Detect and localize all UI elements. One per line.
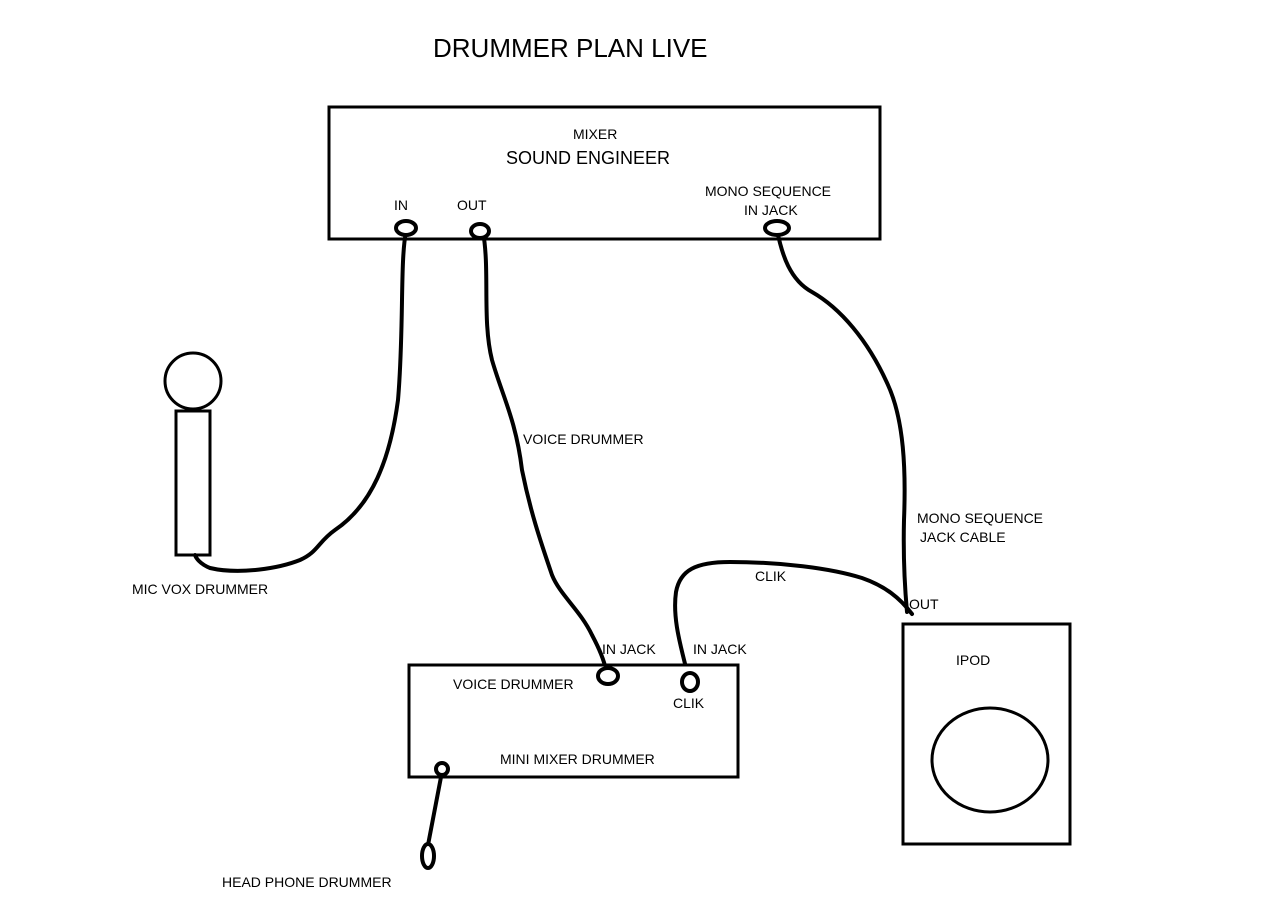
mixer-mono-label-line2: IN JACK	[744, 202, 798, 218]
mono-sequence-cable	[775, 228, 909, 614]
mic-label: MIC VOX DRUMMER	[132, 581, 268, 597]
microphone-head	[163, 351, 223, 411]
mono-cable-label-line1: MONO SEQUENCE	[917, 510, 1043, 526]
microphone	[163, 351, 223, 557]
mixer-out-label: OUT	[457, 197, 487, 213]
mixer-mono-sequence-jack[interactable]	[763, 219, 791, 237]
mini-mixer-clik-jack[interactable]	[680, 671, 700, 693]
headphone-plug	[420, 842, 436, 870]
mini-mixer-headphone-jack[interactable]	[434, 761, 450, 777]
clik-cable-label: CLIK	[755, 568, 787, 584]
mixer-out-jack[interactable]	[469, 222, 491, 240]
main-mixer-label: MIXER	[573, 126, 617, 142]
main-mixer-box	[327, 105, 882, 241]
voice-cable	[481, 230, 608, 672]
mini-mixer-voice-label: VOICE DRUMMER	[453, 676, 574, 692]
mini-mixer-voice-in-jack-label: IN JACK	[602, 641, 656, 657]
ipod: IPOD	[901, 622, 1072, 846]
mixer-in-label: IN	[394, 197, 408, 213]
mixer-mono-label-line1: MONO SEQUENCE	[705, 183, 831, 199]
main-mixer: MIXER SOUND ENGINEER IN OUT MONO SEQUENC…	[327, 105, 882, 241]
mono-cable-label-line2: JACK CABLE	[920, 529, 1006, 545]
ipod-out-label: OUT	[909, 596, 939, 612]
microphone-body	[174, 409, 212, 557]
main-mixer-name: SOUND ENGINEER	[506, 148, 670, 168]
clik-cable	[673, 560, 914, 678]
diagram-title: DRUMMER PLAN LIVE	[433, 33, 708, 63]
headphone-cable	[426, 775, 443, 847]
headphone-label: HEAD PHONE DRUMMER	[222, 874, 392, 890]
mini-mixer-clik-in-jack-label: IN JACK	[693, 641, 747, 657]
voice-cable-label: VOICE DRUMMER	[523, 431, 644, 447]
mini-mixer-voice-jack[interactable]	[596, 666, 620, 686]
mini-mixer-name: MINI MIXER DRUMMER	[500, 751, 655, 767]
mixer-in-jack[interactable]	[394, 219, 418, 237]
mini-mixer-clik-label: CLIK	[673, 695, 705, 711]
mic-cable	[193, 230, 408, 573]
ipod-label: IPOD	[956, 652, 990, 668]
ipod-click-wheel[interactable]	[930, 706, 1050, 814]
